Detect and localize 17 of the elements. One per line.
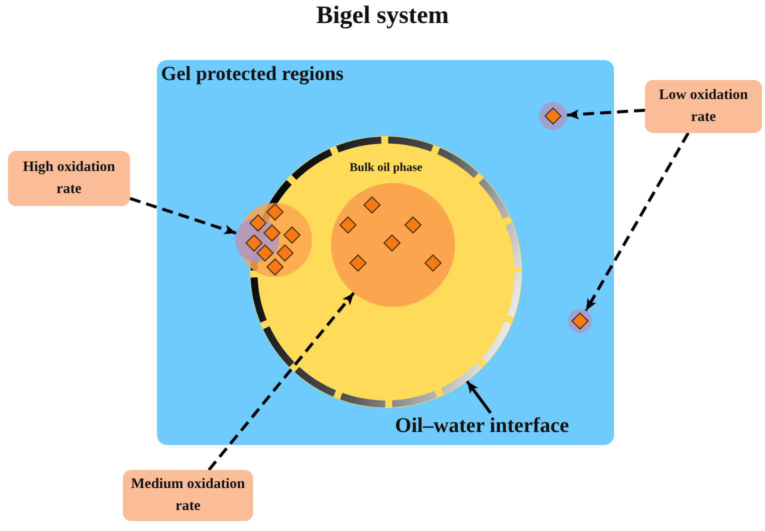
arrow bbox=[130, 197, 237, 235]
callout-text: Medium oxidation rate bbox=[130, 475, 246, 516]
callout-box bbox=[123, 470, 253, 521]
gel-region bbox=[157, 60, 614, 445]
arrow bbox=[566, 108, 646, 120]
callout-box bbox=[645, 80, 762, 133]
callout-text: High oxidation rate bbox=[22, 158, 116, 198]
region-heading: Gel protected regions bbox=[161, 63, 344, 86]
title: Bigel system bbox=[315, 2, 450, 30]
interface-label: Oil–water interface bbox=[395, 413, 570, 438]
callout-text: Low oxidation rate bbox=[658, 86, 750, 126]
oil-droplet bbox=[250, 136, 522, 408]
arrow bbox=[466, 380, 492, 414]
arrow bbox=[584, 132, 690, 312]
callout-box bbox=[8, 151, 130, 206]
arrow bbox=[208, 292, 355, 471]
phase-label: Bulk oil phase bbox=[348, 160, 424, 175]
